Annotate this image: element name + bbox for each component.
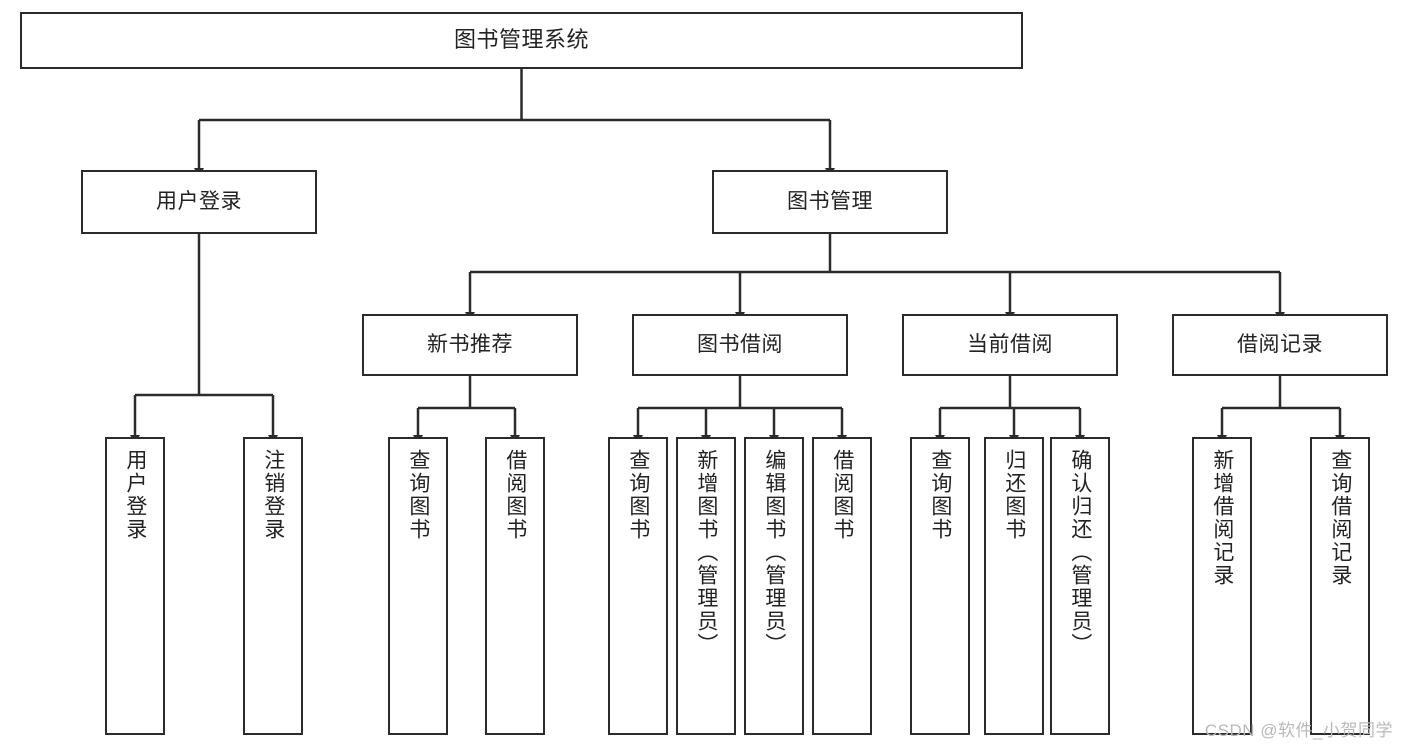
node-label: 新增借阅记录 — [1210, 449, 1234, 587]
node-leaf_12[interactable]: 查询借阅记录 — [1310, 437, 1370, 735]
node-leaf_7[interactable]: 借阅图书 — [812, 437, 872, 735]
node-label: 图书管理 — [787, 190, 873, 214]
node-label: 查询图书 — [626, 449, 650, 541]
node-label: 借阅图书 — [830, 449, 854, 541]
node-label: 借阅图书 — [503, 449, 527, 541]
node-label: 新增图书（管理员） — [694, 449, 718, 656]
node-label: 图书管理系统 — [453, 27, 589, 53]
node-label: 归还图书 — [1002, 449, 1026, 541]
node-label: 查询图书 — [406, 449, 430, 541]
node-label: 查询借阅记录 — [1328, 449, 1352, 587]
tree-connectors — [130, 69, 1345, 444]
node-label: 当前借阅 — [967, 333, 1053, 357]
node-leaf_1[interactable]: 注销登录 — [243, 437, 303, 735]
node-label: 编辑图书（管理员） — [762, 449, 786, 656]
node-leaf_2[interactable]: 查询图书 — [388, 437, 448, 735]
watermark: CSDN @软件_小贺同学 — [1204, 721, 1393, 740]
node-label: 查询图书 — [928, 449, 952, 541]
node-leaf_4[interactable]: 查询图书 — [608, 437, 668, 735]
node-l3_0[interactable]: 新书推荐 — [362, 314, 578, 376]
node-label: 注销登录 — [261, 449, 285, 541]
node-label: 图书借阅 — [697, 333, 783, 357]
node-leaf_5[interactable]: 新增图书（管理员） — [676, 437, 736, 735]
node-leaf_10[interactable]: 确认归还（管理员） — [1050, 437, 1110, 735]
node-leaf_6[interactable]: 编辑图书（管理员） — [744, 437, 804, 735]
node-label: 用户登录 — [156, 190, 242, 214]
node-leaf_11[interactable]: 新增借阅记录 — [1192, 437, 1252, 735]
node-label: 借阅记录 — [1237, 333, 1323, 357]
node-leaf_8[interactable]: 查询图书 — [910, 437, 970, 735]
node-l2_0[interactable]: 用户登录 — [81, 170, 317, 234]
node-l2_1[interactable]: 图书管理 — [712, 170, 948, 234]
node-label: 确认归还（管理员） — [1068, 449, 1092, 656]
node-leaf_0[interactable]: 用户登录 — [105, 437, 165, 735]
node-label: 新书推荐 — [427, 333, 513, 357]
node-leaf_9[interactable]: 归还图书 — [984, 437, 1044, 735]
node-l3_3[interactable]: 借阅记录 — [1172, 314, 1388, 376]
node-l3_2[interactable]: 当前借阅 — [902, 314, 1118, 376]
node-l3_1[interactable]: 图书借阅 — [632, 314, 848, 376]
node-root[interactable]: 图书管理系统 — [20, 12, 1023, 69]
node-leaf_3[interactable]: 借阅图书 — [485, 437, 545, 735]
node-label: 用户登录 — [123, 449, 147, 541]
